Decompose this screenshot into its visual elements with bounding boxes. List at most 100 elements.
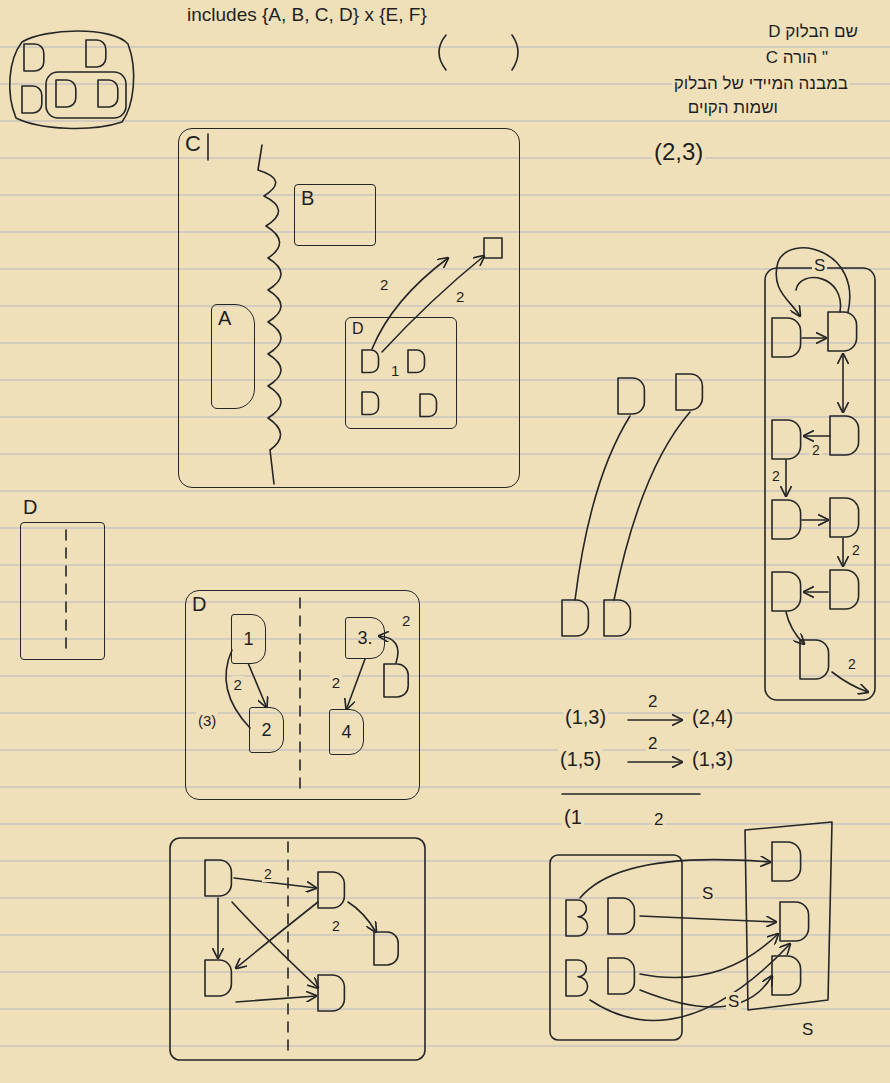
d-shape <box>362 350 379 373</box>
bracket <box>512 35 518 70</box>
arrow-connector <box>347 659 366 709</box>
note-text: שם הבלוק D <box>766 22 860 42</box>
arrow <box>234 878 316 888</box>
small-box <box>484 238 502 258</box>
d-shape <box>604 600 630 636</box>
note-text: ושמות הקוים <box>686 98 780 118</box>
note-text: במבנה המיידי של הבלוק <box>672 74 850 94</box>
d-shape <box>618 378 644 414</box>
arrow <box>590 944 790 1020</box>
edge-number: 2 <box>232 676 244 693</box>
box-letter: A <box>212 305 237 332</box>
edge-number: 2 <box>770 468 782 484</box>
container-box: D <box>20 522 105 660</box>
blob-outline <box>10 31 134 128</box>
d-shape <box>772 500 801 539</box>
arrow <box>236 996 316 1002</box>
d-shape <box>780 902 809 941</box>
edge-number: 2 <box>652 810 665 830</box>
edge-label: S <box>800 1020 815 1040</box>
note-text: includes {A, B, C, D} x {E, F} <box>185 4 429 26</box>
tick-line <box>207 134 209 160</box>
d-shape <box>24 44 44 71</box>
arrow <box>628 719 682 721</box>
arrow <box>785 460 787 496</box>
line <box>575 416 630 600</box>
edge-number: 2 <box>400 612 412 629</box>
loop-arrow <box>796 278 841 312</box>
d-shape <box>318 975 344 1011</box>
d-shape <box>830 416 859 455</box>
numbered-block: 2 <box>249 707 284 753</box>
numbered-block: 4 <box>329 709 364 755</box>
pair-text: (1,5) <box>558 748 603 771</box>
edge-label: S <box>726 992 741 1012</box>
box-letter: 4 <box>335 720 357 745</box>
frame <box>765 268 875 700</box>
arrow <box>640 916 776 922</box>
box-letter: D <box>346 318 370 340</box>
frame <box>745 822 832 1010</box>
edge-number: 2 <box>646 734 659 754</box>
d-shape <box>22 86 42 113</box>
arrow <box>232 902 318 988</box>
d-shape <box>374 932 398 965</box>
arrow <box>236 902 318 968</box>
divider-line <box>65 530 67 652</box>
numbered-block: 1 <box>231 614 266 664</box>
arrow <box>804 591 828 593</box>
ruled-lines <box>0 47 890 1046</box>
numbered-block: 3. <box>345 617 385 659</box>
edge-number: 2 <box>846 656 858 672</box>
arrow <box>786 612 804 644</box>
arrow <box>640 976 772 1007</box>
d-shape <box>772 842 801 881</box>
box-letter: B <box>295 185 320 212</box>
d-shape <box>830 570 859 609</box>
d-shape <box>800 640 829 679</box>
arrow <box>640 934 778 978</box>
box-letter: 1 <box>237 627 259 652</box>
loop-arrow <box>776 248 850 316</box>
rule-line <box>562 793 700 795</box>
divider-line <box>299 598 301 795</box>
d-shape <box>205 960 231 996</box>
line <box>614 412 690 600</box>
edge-number: 2 <box>454 288 466 305</box>
d-shape <box>56 80 76 107</box>
loop-label: S <box>812 256 827 276</box>
arrow <box>628 761 682 763</box>
box-letter: 3. <box>351 626 378 651</box>
block-box: A <box>211 304 255 409</box>
callout-number: (3) <box>196 712 218 729</box>
d-shape <box>772 420 801 459</box>
d-shape <box>828 312 857 351</box>
arrow <box>832 672 868 692</box>
arrow <box>379 636 398 663</box>
box-letter: C <box>179 129 207 158</box>
arrow <box>217 898 219 958</box>
frame <box>170 838 425 1060</box>
d-shape <box>608 898 634 934</box>
d-shape <box>772 572 801 611</box>
d-shape <box>384 664 408 697</box>
arrow <box>842 354 844 412</box>
d-shape <box>86 40 106 67</box>
d-shape <box>830 498 859 537</box>
pair-text: (1,3) <box>563 706 608 729</box>
divider-line <box>287 842 289 1055</box>
arrow <box>580 860 770 898</box>
d-shape <box>772 956 801 995</box>
arrow <box>372 258 448 349</box>
pair-text: (1,3) <box>690 748 735 771</box>
d-shape <box>98 80 118 107</box>
block-box: B <box>294 184 376 246</box>
d-shape <box>318 872 344 908</box>
d-shape <box>562 600 588 636</box>
edge-label: S <box>700 884 715 904</box>
callout-number: 1 <box>389 362 401 379</box>
edge-number: 2 <box>330 918 342 934</box>
arrow <box>804 435 830 437</box>
